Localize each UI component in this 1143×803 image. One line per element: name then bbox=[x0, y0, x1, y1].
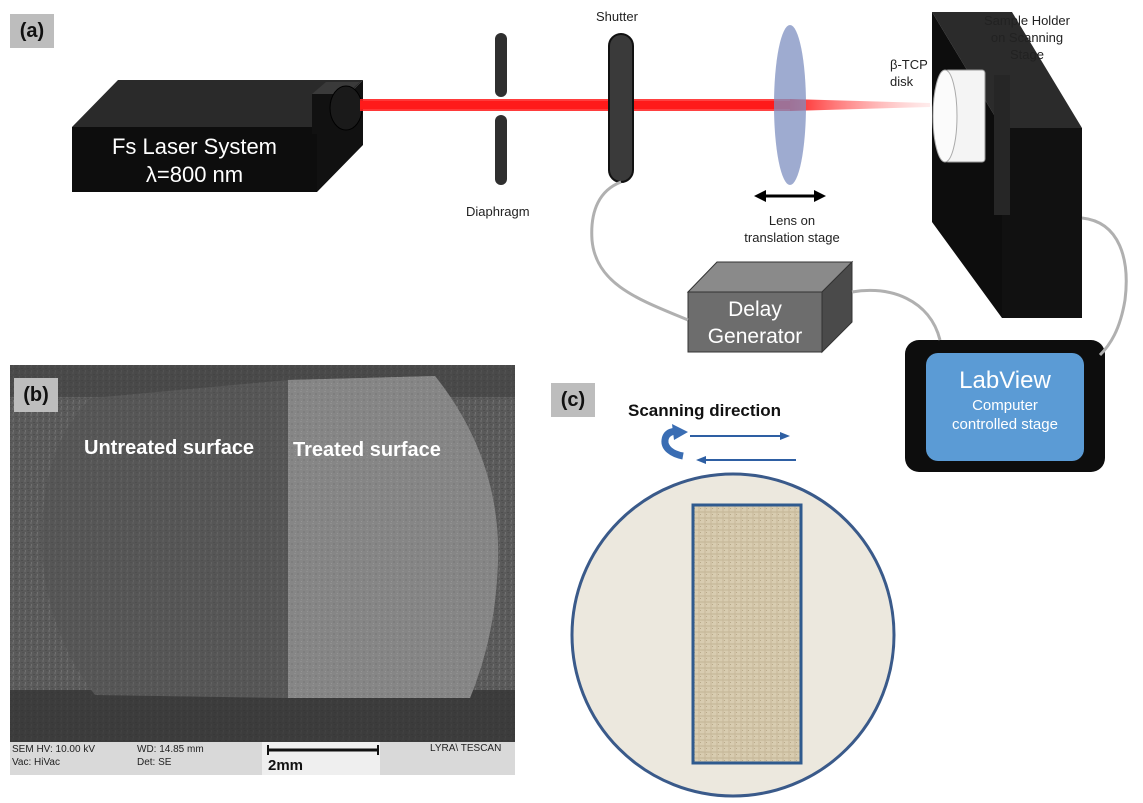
shutter bbox=[608, 33, 634, 183]
delay-label-line2: Generator bbox=[707, 325, 803, 348]
holder-label-line2: on Scanning bbox=[990, 30, 1064, 45]
delay-generator bbox=[686, 260, 854, 354]
holder-label-line3: Stage bbox=[1010, 47, 1044, 62]
scanned-area bbox=[691, 503, 803, 765]
scan-direction-arrows bbox=[661, 424, 796, 464]
delay-label-line1: Delay bbox=[728, 298, 782, 321]
holder-label-line1: Sample Holder bbox=[984, 13, 1070, 28]
panel-label-b: (b) bbox=[14, 378, 58, 412]
tcp-disk-label: β-TCP disk bbox=[890, 56, 928, 90]
sem-wd: WD: 14.85 mm bbox=[137, 744, 204, 755]
sem-vac: Vac: HiVac bbox=[12, 757, 60, 768]
sem-info-left: SEM HV: 10.00 kV Vac: HiVac bbox=[12, 743, 95, 769]
labview-label: LabView Computer controlled stage bbox=[926, 366, 1084, 434]
laser-beam bbox=[360, 98, 959, 112]
untreated-surface-label: Untreated surface bbox=[84, 437, 255, 459]
labview-line2: controlled stage bbox=[952, 416, 1058, 433]
diaphragm-label: Diaphragm bbox=[466, 204, 530, 219]
lens-label-line1: Lens on bbox=[768, 213, 816, 228]
labview-line1: Computer bbox=[972, 397, 1038, 414]
laser-wavelength: λ=800 nm bbox=[145, 162, 244, 187]
laser-name: Fs Laser System bbox=[111, 134, 278, 159]
panel-label-c: (c) bbox=[551, 383, 595, 417]
cables bbox=[590, 180, 1128, 357]
sem-det: Det: SE bbox=[137, 757, 172, 768]
tcp-disk bbox=[932, 69, 986, 163]
treated-surface-label: Treated surface bbox=[293, 439, 441, 461]
labview-title: LabView bbox=[959, 367, 1051, 394]
sem-hv: SEM HV: 10.00 kV bbox=[12, 744, 95, 755]
panel-label-a: (a) bbox=[10, 14, 54, 48]
lens-translation-arrow bbox=[754, 190, 826, 202]
tcp-disk-label-line2: disk bbox=[890, 74, 914, 89]
diaphragm bbox=[495, 33, 507, 185]
lens-label: Lens on translation stage bbox=[724, 212, 860, 246]
delay-generator-label: Delay Generator bbox=[688, 296, 822, 350]
shutter-label: Shutter bbox=[596, 9, 638, 24]
sem-scale-label: 2mm bbox=[268, 757, 304, 774]
sem-image bbox=[10, 365, 515, 775]
lens-label-line2: translation stage bbox=[744, 230, 840, 245]
tcp-disk-label-line1: β-TCP bbox=[890, 57, 928, 72]
sem-info-mid: WD: 14.85 mm Det: SE bbox=[137, 743, 204, 769]
labview-computer bbox=[905, 340, 1105, 472]
sem-brand: LYRA\ TESCAN bbox=[430, 743, 502, 754]
lens bbox=[774, 25, 806, 185]
holder-label: Sample Holder on Scanning Stage bbox=[972, 12, 1082, 63]
laser-label: Fs Laser System λ=800 nm bbox=[72, 133, 317, 189]
scanning-direction-label: Scanning direction bbox=[628, 401, 782, 420]
